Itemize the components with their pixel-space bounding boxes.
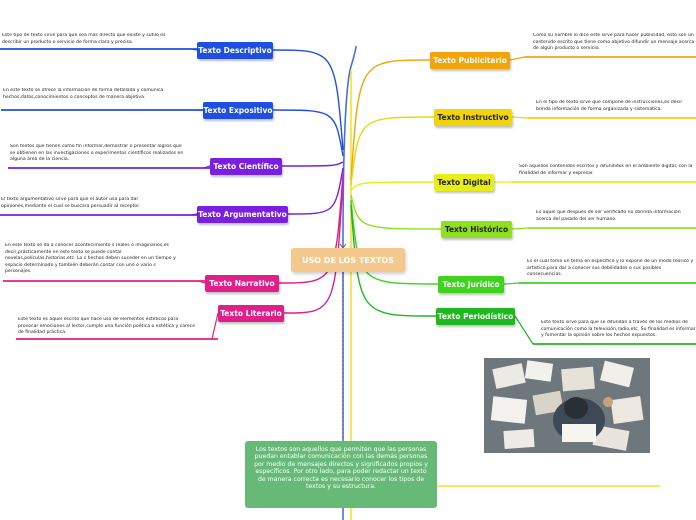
desc-link-narrativo [198,280,206,284]
desc-link-historico [511,227,529,230]
branch-line-digital [350,181,435,191]
summary-note[interactable]: Los textos son aquellos que permiten que… [245,441,437,508]
desc-link-publicitario [509,56,526,61]
node-texto-publicitario[interactable]: Texto Publicitario [430,52,510,69]
desc-texto-historico: Es aquel que después de ser verificado n… [536,210,681,222]
desc-texto-publicitario: Como su nombre lo dice este sirve para h… [533,33,695,52]
desc-link-periodistico [514,315,534,345]
branch-line-descriptivo [272,49,344,151]
desc-texto-cientifico: Son textos que tienen como fin informar,… [10,144,184,163]
desc-texto-argumentativo: El texto argumentativo sirve para que el… [1,197,141,209]
branch-line-cientifico [281,161,344,167]
desc-texto-instructivo: En el tipo de texto sirve que compone de… [536,100,683,112]
desc-link-literario [211,312,219,340]
central-topic[interactable]: USO DE LOS TEXTOS [291,248,405,272]
desc-link-juridico [503,282,520,285]
node-texto-narrativo[interactable]: Texto Narrativo [205,275,279,292]
desc-texto-descriptivo: Este tipo de texto sirve para que sea má… [2,33,166,45]
branch-line-juridico [350,199,439,285]
node-texto-juridico[interactable]: Texto Jurídico [438,276,504,293]
branch-line-publicitario [350,59,431,181]
desc-texto-expositivo: En este texto se ofrece la información d… [3,88,164,100]
branch-line-periodistico [350,204,437,317]
books-photo [484,358,650,453]
node-texto-instructivo[interactable]: Texto Instructivo [434,109,512,126]
node-texto-expositivo[interactable]: Texto Expositivo [203,102,273,119]
node-texto-historico[interactable]: Texto Histórico [441,221,512,238]
node-texto-periodistico[interactable]: Texto Periodístico [436,308,515,325]
branch-line-instructivo [350,116,435,186]
node-texto-descriptivo[interactable]: Texto Descriptivo [197,42,273,59]
desc-link-cientifico [203,165,211,169]
desc-texto-literario: Este texto es aquel escrito que hace uso… [18,317,195,336]
desc-texto-periodistico: Este texto sirve para que se difundan a … [541,320,696,339]
node-texto-digital[interactable]: Texto Digital [434,174,494,191]
node-texto-argumentativo[interactable]: Texto Argumentativo [197,206,288,223]
branch-line-literario [283,179,344,314]
node-texto-literario[interactable]: Texto Literario [218,305,284,322]
desc-texto-digital: Son aquellos contenidos escritos y difun… [519,164,693,176]
branch-line-expositivo [272,109,344,157]
desc-texto-narrativo: En este texto se da a conocer acontecimi… [5,243,176,275]
branch-line-historico [350,194,442,230]
desc-link-argumentativo [190,213,198,216]
node-texto-cientifico[interactable]: Texto Científico [210,158,282,175]
branch-line-argumentativo [287,167,344,215]
desc-link-descriptivo [190,48,198,51]
books-photo-image [484,358,650,453]
desc-texto-juridico: Es el cual toma un tema en específico y … [527,259,694,278]
desc-link-instructivo [511,116,529,119]
